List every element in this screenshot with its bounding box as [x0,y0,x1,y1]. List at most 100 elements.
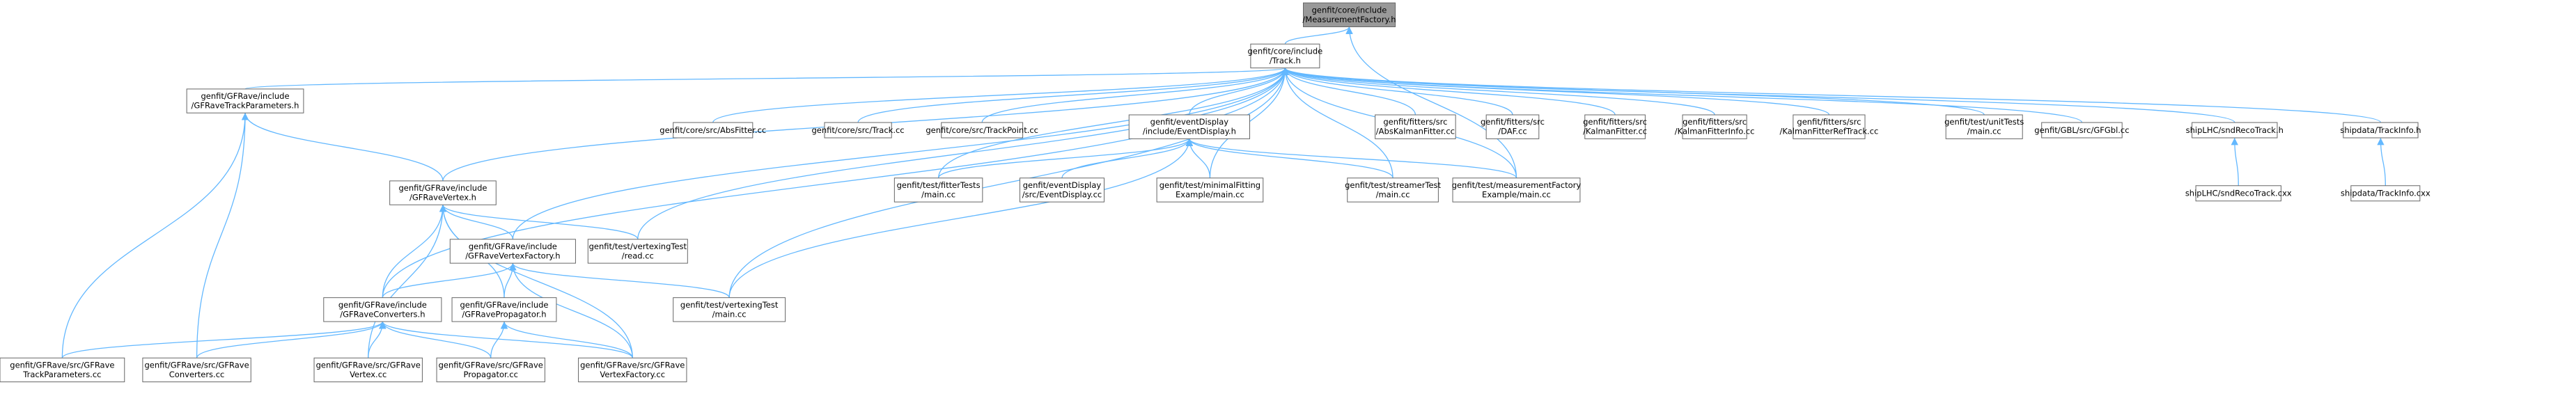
edge-gvfcc-to-gconv [379,321,633,358]
node-box [1128,114,1250,139]
edge-shipdatacxx-to-shipdata [2377,138,2387,186]
node-akf[interactable]: genfit/fitters/src/AbsKalmanFitter.cc [1375,114,1456,139]
node-label-line: /main.cc [712,309,747,319]
node-evdcc[interactable]: genfit/eventDisplay/src/EventDisplay.cc [1019,177,1104,203]
node-gtp[interactable]: genfit/GFRave/include/GFRaveTrackParamet… [186,88,304,113]
node-label-line: Converters.cc [169,370,225,379]
node-streamer[interactable]: genfit/test/streamerTest/main.cc [1345,177,1442,203]
node-fittertests[interactable]: genfit/test/fitterTests/main.cc [893,177,983,203]
edge-gvf-to-track [512,68,1289,239]
node-box [1019,177,1104,203]
edge-akf-to-track [1281,68,1416,116]
node-vmain[interactable]: genfit/test/vertexingTest/main.cc [673,297,786,322]
edge-vmain-to-gvf [509,262,730,298]
node-vread[interactable]: genfit/test/vertexingTest/read.cc [587,239,688,264]
node-shiplhc[interactable]: shipLHC/sndRecoTrack.h [2186,122,2284,139]
node-label-line: Vertex.cc [350,370,387,379]
node-box [142,357,251,383]
node-label-line: genfit/GFRave/include [469,242,557,251]
node-label-line: genfit/core/include [1312,5,1387,15]
edge-fittertests-to-track [937,68,1289,178]
node-gconv[interactable]: genfit/GFRave/include/GFRaveConverters.h [323,297,442,322]
node-evd[interactable]: genfit/eventDisplay/include/EventDisplay… [1128,114,1250,139]
node-box [2195,185,2281,202]
node-gvfcc[interactable]: genfit/GFRave/src/GFRaveVertexFactory.cc [578,357,687,383]
node-daf[interactable]: genfit/fitters/src/DAF.cc [1481,114,1545,139]
node-shipdata[interactable]: shipdata/TrackInfo.h [2340,122,2421,139]
node-label-line: /DAF.cc [1498,127,1527,136]
node-box [1250,43,1320,69]
node-box [1584,114,1646,139]
node-box [893,177,983,203]
node-label-line: shipdata/TrackInfo.h [2340,125,2421,135]
node-label-line: genfit/fitters/src [1383,117,1447,127]
node-box [1303,2,1396,28]
node-label-line: genfit/fitters/src [1683,117,1747,127]
node-label-line: genfit/fitters/src [1583,117,1647,127]
edge-fittertests-to-evd [937,139,1193,179]
node-shipdatacxx[interactable]: shipdata/TrackInfo.cxx [2341,185,2430,202]
edge-gtpcc-to-gtp [61,113,249,358]
node-gvf[interactable]: genfit/GFRave/include/GFRaveVertexFactor… [449,239,576,264]
node-label-line: genfit/test/minimalFitting [1160,180,1260,190]
node-label-line: Propagator.cc [464,370,518,379]
node-mfex[interactable]: genfit/test/measurementFactoryExample/ma… [1452,177,1582,203]
node-label-line: /GFRaveVertex.h [409,193,476,203]
node-label-line: genfit/eventDisplay [1023,180,1102,190]
node-label-line: /KalmanFitterInfo.cc [1675,127,1755,136]
node-gpropcc[interactable]: genfit/GFRave/src/GFRavePropagator.cc [436,357,545,383]
edge-shiplhccxx-to-shiplhc [2231,138,2239,186]
node-gprop[interactable]: genfit/GFRave/include/GFRavePropagator.h [451,297,557,322]
node-label-line: genfit/GFRave/include [460,300,548,310]
node-label-line: genfit/GFRave/src/GFRave [439,360,543,370]
node-gvh[interactable]: genfit/GFRave/include/GFRaveVertex.h [389,180,497,205]
edge-gvcc-to-gvh [368,205,447,358]
node-label-line: genfit/GFRave/include [201,91,290,101]
node-gconvcc[interactable]: genfit/GFRave/src/GFRaveConverters.cc [142,357,251,383]
node-label-line: /main.cc [1967,127,2001,136]
node-kfi[interactable]: genfit/fitters/src/KalmanFitterInfo.cc [1675,114,1755,139]
node-trackcc[interactable]: genfit/core/src/Track.cc [812,122,905,139]
node-label-line: genfit/GFRave/src/GFRave [10,360,114,370]
node-box [1682,114,1747,139]
node-shiplhccxx[interactable]: shipLHC/sndRecoTrack.cxx [2185,185,2292,202]
node-label-line: /include/EventDisplay.h [1143,127,1236,136]
edge-mfex-to-evd [1185,139,1517,179]
node-label-line: VertexFactory.cc [600,370,665,379]
edge-vread-to-gvh [439,205,639,240]
node-box [2350,185,2421,202]
node-box [578,357,687,383]
node-mf[interactable]: genfit/core/include/MeasurementFactory.h [1302,2,1396,28]
node-label-line: shipLHC/sndRecoTrack.h [2186,125,2284,135]
node-label-line: genfit/test/vertexingTest [589,242,687,251]
node-label-line: /KalmanFitter.cc [1583,127,1647,136]
node-label-line: genfit/GBL/src/GFGbl.cc [2034,125,2129,135]
node-gvcc[interactable]: genfit/GFRave/src/GFRaveVertex.cc [313,357,423,383]
node-minfit[interactable]: genfit/test/minimalFittingExample/main.c… [1156,177,1264,203]
node-tpcc[interactable]: genfit/core/src/TrackPoint.cc [926,122,1038,139]
node-label-line: TrackParameters.cc [22,370,101,379]
node-kfr[interactable]: genfit/fitters/src/KalmanFitterRefTrack.… [1780,114,1879,139]
node-unit[interactable]: genfit/test/unitTests/main.cc [1944,114,2024,139]
edge-streamer-to-evd [1185,139,1394,179]
edge-layer [61,26,2387,358]
node-box [587,239,688,264]
edge-kfi-to-track [1281,68,1715,116]
node-box [449,239,576,264]
node-kf[interactable]: genfit/fitters/src/KalmanFitter.cc [1583,114,1647,139]
node-label-line: genfit/core/src/AbsFitter.cc [659,125,766,135]
edge-gbl-to-track [1281,68,2083,123]
edge-shiplhc-to-track [1281,68,2235,123]
node-gbl[interactable]: genfit/GBL/src/GFGbl.cc [2034,122,2130,139]
node-absfitter[interactable]: genfit/core/src/AbsFitter.cc [659,122,766,139]
node-label-line: /Track.h [1270,56,1301,65]
edge-daf-to-track [1281,68,1513,116]
edge-gconv-to-gvh [382,205,447,298]
node-track[interactable]: genfit/core/include/Track.h [1247,43,1322,69]
node-label-line: genfit/GFRave/src/GFRave [580,360,685,370]
node-label-line: genfit/GFRave/src/GFRave [144,360,249,370]
node-gtpcc[interactable]: genfit/GFRave/src/GFRaveTrackParameters.… [0,357,125,383]
edge-vmain-to-evd [728,139,1194,298]
node-box [824,122,892,139]
node-label-line: genfit/core/src/TrackPoint.cc [926,125,1038,135]
